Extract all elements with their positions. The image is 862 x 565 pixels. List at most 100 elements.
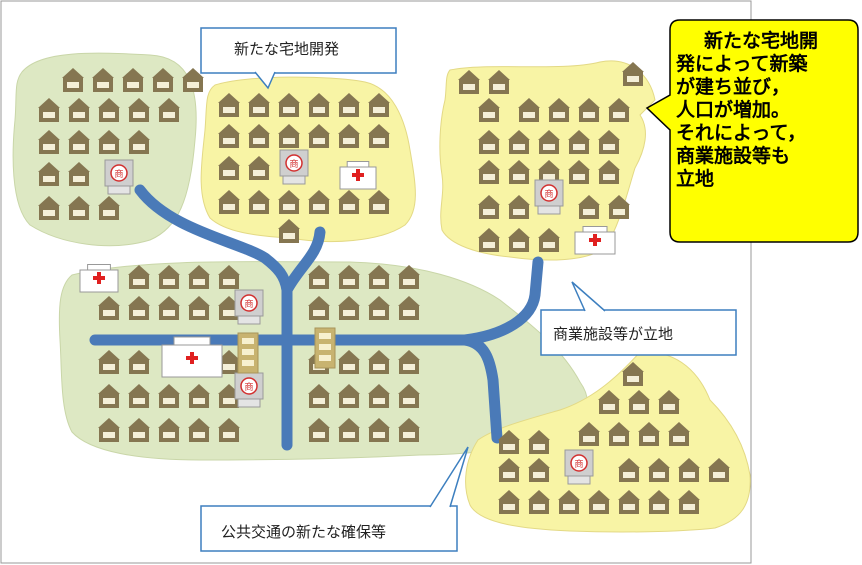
hospital-icon <box>79 264 119 293</box>
house-icon <box>498 458 520 482</box>
house-icon <box>518 98 540 122</box>
house-icon <box>38 98 60 122</box>
house-icon <box>368 384 390 408</box>
house-icon <box>158 98 180 122</box>
road-segment <box>459 256 544 346</box>
bubble-line: 立地 <box>676 168 715 190</box>
bubble-line: 人口が増加。 <box>676 99 791 121</box>
house-icon <box>338 124 360 148</box>
shop-icon: 商 <box>104 159 134 195</box>
house-icon <box>398 384 420 408</box>
building-icon <box>237 332 259 374</box>
house-icon <box>528 430 550 454</box>
house-icon <box>158 418 180 442</box>
house-icon <box>248 124 270 148</box>
house-icon <box>92 68 114 92</box>
house-icon <box>128 98 150 122</box>
house-icon <box>338 296 360 320</box>
hospital-icon <box>161 336 223 378</box>
callout-new-development: 新たな宅地開発 <box>234 40 340 58</box>
callout-transit: 公共交通の新たな確保等 <box>221 523 387 541</box>
house-icon <box>338 384 360 408</box>
house-icon <box>398 350 420 374</box>
speech-bubble <box>645 19 859 243</box>
house-icon <box>708 458 730 482</box>
house-icon <box>308 265 330 289</box>
house-icon <box>338 265 360 289</box>
house-icon <box>248 156 270 180</box>
callout-tail <box>254 71 276 90</box>
house-icon <box>628 390 650 414</box>
house-icon <box>308 384 330 408</box>
callout-tail <box>571 281 606 312</box>
shop-label: 商 <box>244 381 253 393</box>
house-icon <box>478 98 500 122</box>
shop-label: 商 <box>289 158 298 170</box>
house-icon <box>368 350 390 374</box>
house-icon <box>368 418 390 442</box>
house-icon <box>458 70 480 94</box>
bubble-line: 新たな宅地開 <box>704 30 819 52</box>
house-icon <box>618 458 640 482</box>
house-icon <box>152 68 174 92</box>
house-icon <box>488 70 510 94</box>
house-icon <box>98 98 120 122</box>
house-icon <box>508 130 530 154</box>
house-icon <box>368 190 390 214</box>
house-icon <box>398 418 420 442</box>
house-icon <box>38 196 60 220</box>
house-icon <box>338 350 360 374</box>
house-icon <box>398 296 420 320</box>
bubble-line: 発によって新築 <box>676 53 808 75</box>
shop-label: 商 <box>574 458 583 470</box>
hospital-icon <box>574 226 616 255</box>
residential-areas <box>12 52 751 533</box>
shop-icon: 商 <box>279 149 309 185</box>
house-icon <box>338 190 360 214</box>
house-icon <box>538 228 560 252</box>
shop-label: 商 <box>544 188 553 200</box>
callout-box <box>540 309 737 356</box>
house-icon <box>278 190 300 214</box>
house-icon <box>278 93 300 117</box>
house-icon <box>668 422 690 446</box>
house-icon <box>578 422 600 446</box>
house-icon <box>478 195 500 219</box>
house-icon <box>578 195 600 219</box>
shop-icon: 商 <box>564 449 594 485</box>
building-icon <box>314 327 336 369</box>
house-icon <box>122 68 144 92</box>
house-icon <box>248 190 270 214</box>
house-icon <box>128 384 150 408</box>
yellow-area-southeast <box>465 351 751 533</box>
house-icon <box>568 130 590 154</box>
bubble-line: 商業施設等も <box>676 145 791 167</box>
callout-box <box>200 27 397 74</box>
shop-icon: 商 <box>534 179 564 215</box>
house-icon <box>528 490 550 514</box>
house-icon <box>608 195 630 219</box>
house-icon <box>368 93 390 117</box>
house-icon <box>308 93 330 117</box>
house-icon <box>508 160 530 184</box>
bubble-line: が建ち並び， <box>676 76 791 98</box>
house-icon <box>158 265 180 289</box>
house-icon <box>98 384 120 408</box>
house-icon <box>638 422 660 446</box>
house-icon <box>128 296 150 320</box>
house-icon <box>158 296 180 320</box>
house-icon <box>338 93 360 117</box>
house-icon <box>98 296 120 320</box>
road-segment <box>281 226 326 296</box>
house-icon <box>648 490 670 514</box>
house-icon <box>478 228 500 252</box>
house-icon <box>188 384 210 408</box>
house-icon <box>188 265 210 289</box>
house-icon <box>188 296 210 320</box>
house-icon <box>478 160 500 184</box>
house-icon <box>498 430 520 454</box>
house-icon <box>182 68 204 92</box>
house-icon <box>68 162 90 186</box>
